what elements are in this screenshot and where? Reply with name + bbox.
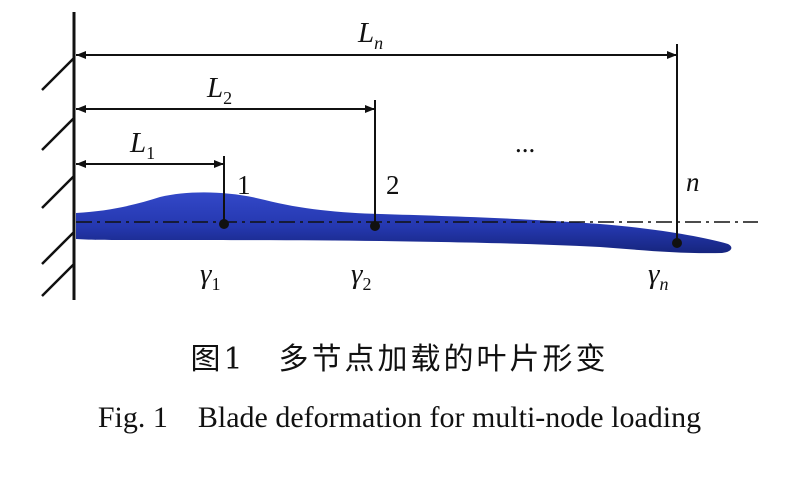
fixed-wall [41,12,76,300]
figure-caption-english: Fig. 1 Blade deformation for multi-node … [97,401,702,434]
wall-hatch [41,263,75,297]
node-point-2 [370,221,380,231]
node-label-n: n [686,167,700,197]
node-point-n [672,238,682,248]
length-label-1: L1 [129,127,155,163]
gamma-label-2: γ2 [351,258,371,294]
node-point-1 [219,219,229,229]
wall-hatch [41,57,75,91]
ellipsis-label: ... [515,128,535,158]
node-label-1: 1 [237,170,251,200]
node-label-2: 2 [386,170,400,200]
wall-hatch [41,231,75,265]
wall-hatch [41,175,75,209]
wall-hatch [41,117,75,151]
length-label-2: L2 [206,72,232,108]
gamma-label-n: γn [648,258,668,294]
gamma-label-1: γ1 [200,258,220,294]
length-label-n: Ln [357,17,383,53]
figure-caption-chinese: 图1 多节点加载的叶片形变 [190,342,609,377]
blade-deformation-diagram: L1 L2 Ln 1 2 n ... γ1 γ2 γn [41,12,758,300]
